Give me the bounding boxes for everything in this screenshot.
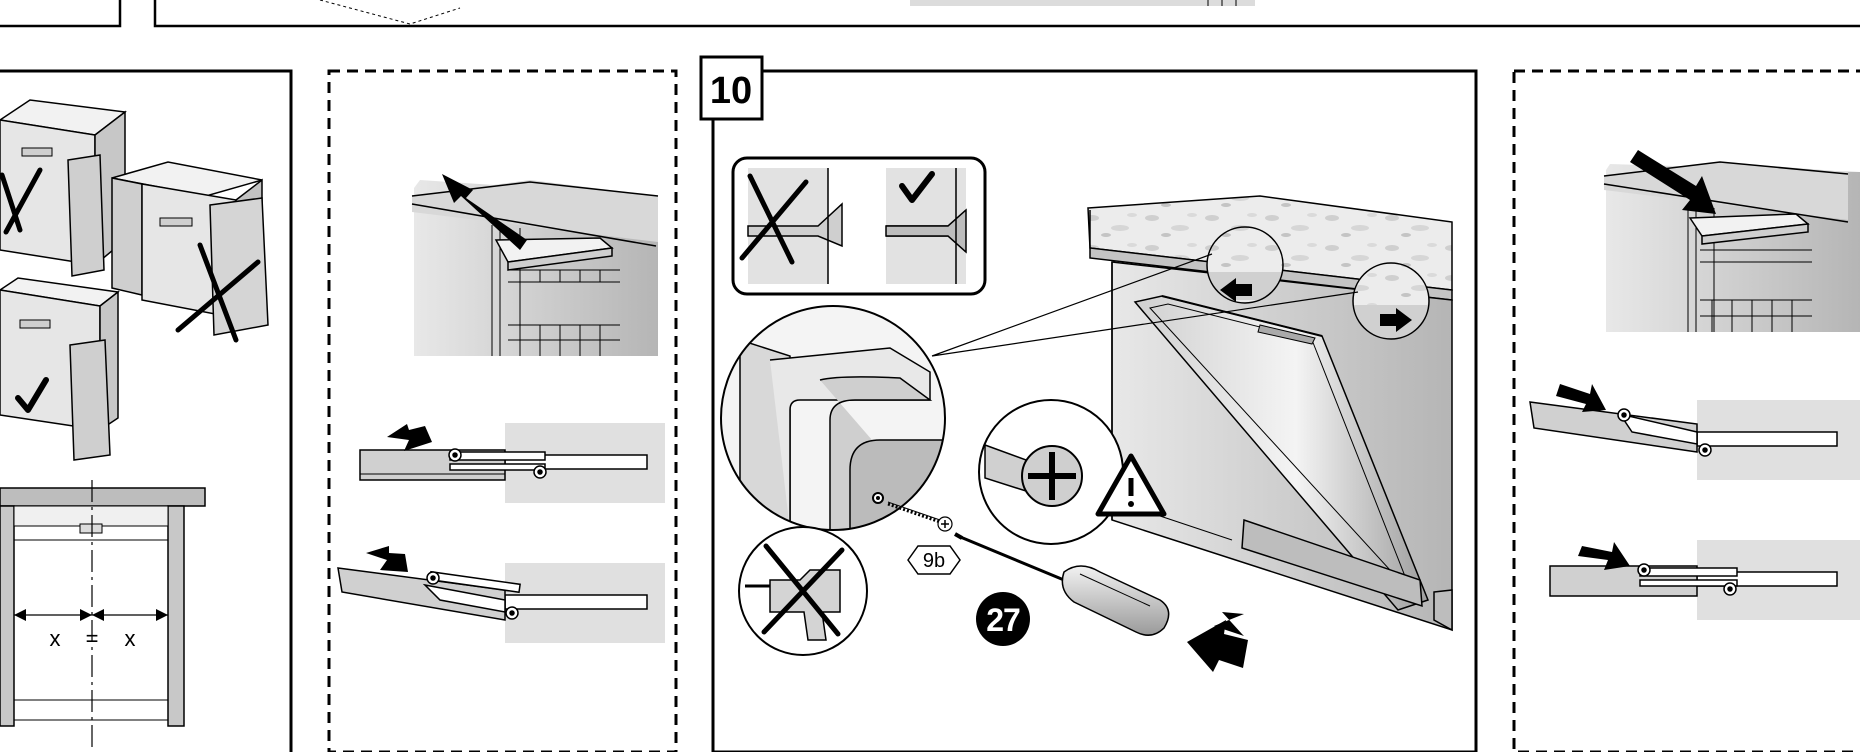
tool-badge — [976, 592, 1030, 646]
step-number-box — [699, 55, 764, 121]
arrow-icon — [442, 174, 527, 250]
screw — [887, 501, 953, 532]
appliance-aligned — [0, 277, 120, 461]
dimension-left-label: x — [50, 626, 61, 651]
top-strip — [0, 0, 1860, 28]
front-elevation-drawing — [0, 480, 206, 752]
screw-label: 9b — [923, 550, 945, 572]
push-arrow-icon — [1187, 620, 1248, 672]
dimension-right-label: x — [125, 626, 136, 651]
warning-icon — [1095, 453, 1167, 517]
cabinet-top-view — [1603, 161, 1860, 332]
screw-head-detail — [978, 399, 1124, 545]
hinge-diagram-closed — [359, 423, 665, 503]
screw-label-hex: 9b — [907, 545, 961, 575]
arrow-icon — [1578, 542, 1630, 570]
screwdriver-icon — [954, 532, 1170, 636]
dimension-equals-label: = — [86, 626, 99, 651]
no-drill-icon — [738, 526, 868, 656]
panel-alignment: x = x — [0, 69, 293, 752]
appliance-misaligned-2 — [111, 161, 269, 336]
detail-magnifier — [720, 305, 946, 531]
panel-step-10: 10 — [699, 55, 1478, 752]
cabinet-top-view — [411, 180, 659, 356]
panel-hinge-open — [327, 69, 678, 752]
hinge-diagram-lifted — [1529, 400, 1860, 480]
cross-mark-icon — [0, 167, 43, 235]
arrow-icon — [1220, 278, 1252, 302]
check-mark-icon — [15, 377, 49, 413]
step-number: 10 — [710, 70, 752, 112]
panel-hinge-close — [1512, 69, 1860, 752]
arrow-icon — [366, 546, 408, 572]
tool-label: 27 — [986, 602, 1020, 638]
arrow-icon — [1556, 384, 1606, 412]
arrow-icon — [1214, 612, 1244, 636]
arrow-icon — [1630, 150, 1716, 214]
appliance-misaligned-1 — [0, 99, 127, 277]
check-mark-icon — [899, 171, 935, 203]
hinge-diagram-closed — [1549, 540, 1860, 620]
arrow-icon — [387, 424, 432, 451]
hinge-diagram-lifted — [337, 563, 665, 643]
inset-right-wrong — [731, 156, 987, 296]
arrow-icon — [1380, 308, 1412, 332]
cross-mark-icon — [175, 242, 261, 343]
cross-mark-icon — [739, 173, 809, 265]
